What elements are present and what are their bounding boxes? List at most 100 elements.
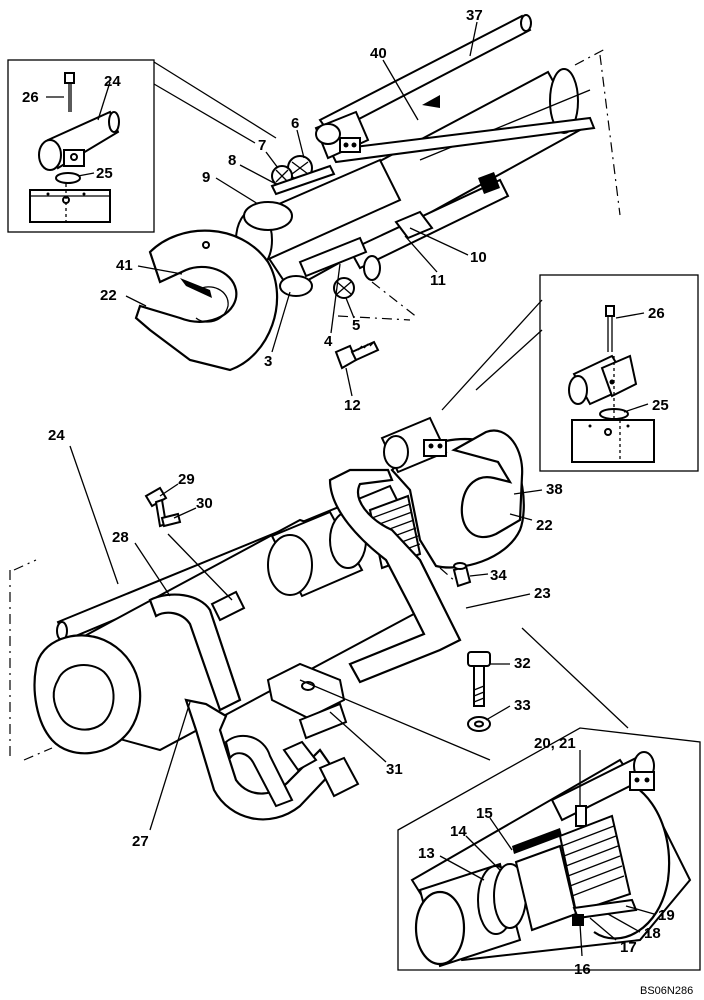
inset-callout-line [475,329,543,391]
leader-line [125,295,147,307]
part-label-28: 28 [112,529,129,546]
hatch [291,161,309,175]
bolt-dot [634,777,640,783]
part-label-22-lower: 22 [536,517,553,534]
pipe-bend [224,734,294,808]
part-label-9: 9 [202,169,210,186]
leader-line [404,235,438,273]
port-hole [588,424,592,428]
bolt-dot [437,443,443,449]
bolt-dot [351,142,357,148]
bolt-head [605,305,615,317]
centerline [599,54,621,216]
leader-line [607,913,641,933]
part-label-17: 17 [620,939,637,956]
centerline [371,281,419,319]
leader-line [513,489,543,495]
clamp-block-10 [394,210,434,240]
leader-line [167,533,233,601]
part-label-16: 16 [574,961,591,978]
centerline [574,47,608,66]
piston-face [267,534,313,596]
part-label-31: 31 [386,761,403,778]
leader-line [271,291,291,353]
leader-line [465,835,501,871]
leader-line [409,227,469,256]
clamp-boss [383,435,409,469]
detail-bolt-block [629,771,655,791]
inset-callout-line [521,627,629,729]
leader-line [69,445,119,585]
leader-line [97,81,111,121]
weld-mark [478,172,500,194]
port-hole [82,192,86,196]
part-label-26: 26 [22,89,39,106]
detail-thread-lines [561,825,625,897]
part-label-14: 14 [450,823,467,840]
tube-end [38,139,62,171]
leader-line [465,593,531,609]
part-labels: 37 40 24 26 25 6 7 8 9 10 11 41 22 3 4 5… [22,7,693,997]
port-hole [626,424,630,428]
part-label-13: 13 [418,845,435,862]
leader-line [469,573,489,577]
leader-line [215,177,259,205]
part-label-20-21: 20, 21 [534,735,576,752]
port-base-block [29,189,111,223]
detail-inset-right [441,274,699,472]
leader-line [469,21,478,57]
leader-line [345,297,355,319]
clamp-hole [609,379,615,385]
part-label-11: 11 [430,272,446,289]
hatch [336,281,352,295]
clamp-hole [70,153,78,161]
leader-line [615,312,645,319]
port-hole [46,192,50,196]
leader-line [485,705,511,721]
bolt-32-head [467,651,491,667]
clevis-22 [451,429,524,539]
part-label-26-right: 26 [648,305,665,322]
part-label-27: 27 [132,833,149,850]
eye-bore [195,286,229,323]
detail-inset-bottom-right [397,627,701,971]
inset-frame-bottom-right [397,727,701,971]
part-label-25: 25 [96,165,113,182]
part-label-3: 3 [264,353,272,370]
part-label-24: 24 [104,73,121,90]
inset-callout-line [441,299,543,411]
leader-line [239,164,277,185]
hex-fitting [282,740,318,772]
bent-pipe-27 [184,698,336,821]
part-label-41: 41 [116,257,133,274]
part-label-25-right: 25 [652,397,669,414]
part-label-10: 10 [470,249,487,266]
leader-line [439,855,485,881]
leader-line [579,923,583,957]
leader-line [625,905,655,915]
leader-line [265,151,279,169]
leader-line [173,507,197,519]
bolt-thread [473,685,485,703]
part-label-7: 7 [258,137,266,154]
part-label-6: 6 [291,115,299,132]
hex-fitting [318,756,360,798]
leader-line [149,701,191,831]
part-label-29: 29 [178,471,195,488]
part-label-5: 5 [352,317,360,334]
bolt-29-head [144,486,168,508]
retainer-4 [298,236,368,278]
detail-thread [558,814,632,914]
weld-mark [422,95,440,108]
clamp-block-31 [266,662,346,720]
return-pipe-23 [328,468,462,684]
part-label-37: 37 [466,7,483,24]
part-label-24-lower: 24 [48,427,65,444]
side-boss [363,255,381,281]
eye-shadow [180,278,212,298]
clamp-block [600,354,638,398]
pipe-end [520,14,532,32]
tube-end [108,111,120,133]
